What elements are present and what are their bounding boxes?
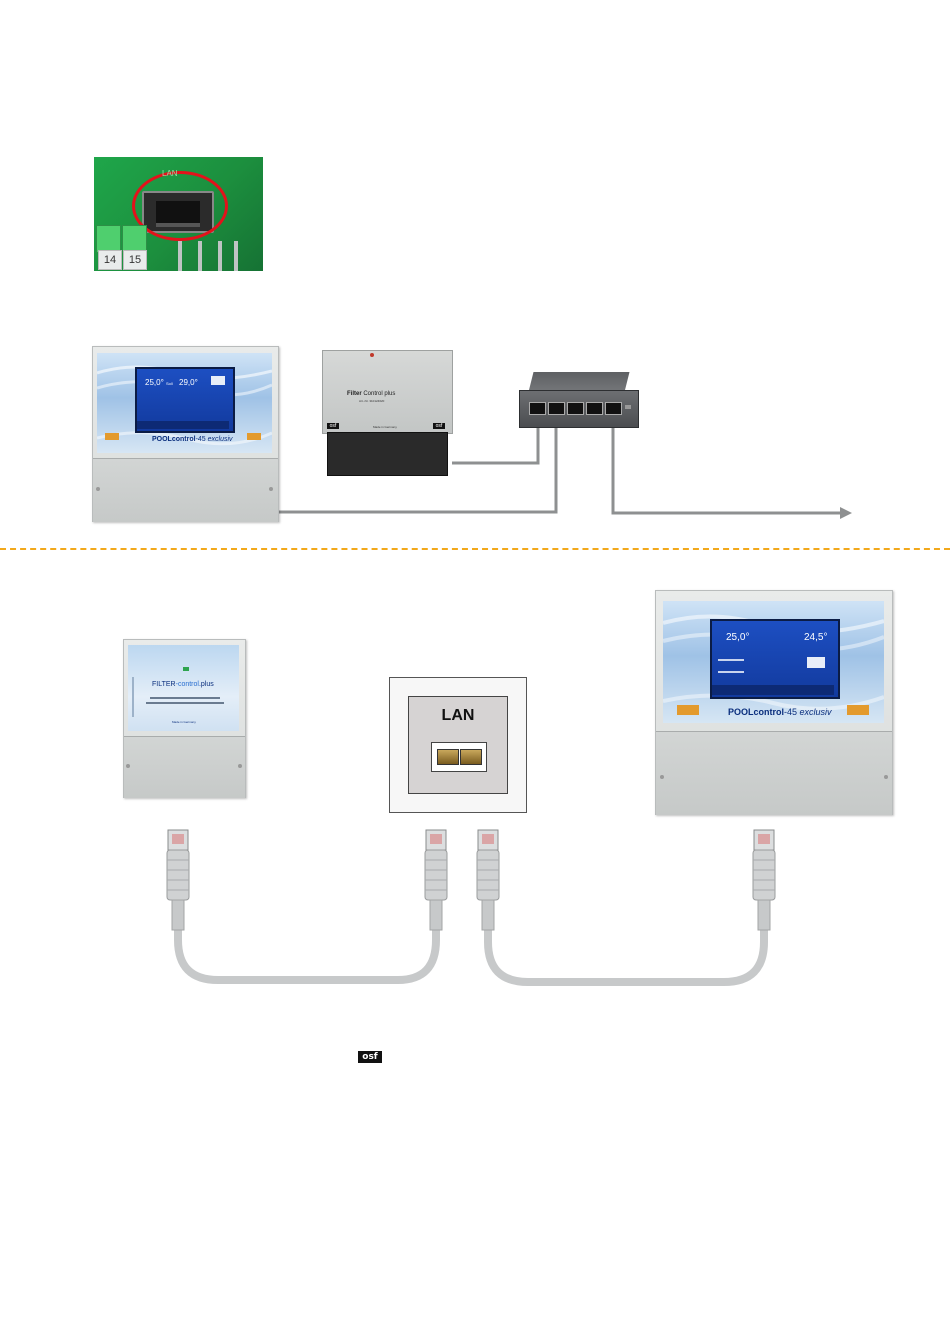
socket-plate: LAN <box>408 696 508 794</box>
lan-wall-socket: LAN <box>389 677 527 813</box>
terminal-cover <box>124 736 245 798</box>
pool-control-45-device: 25,0° 24,5° POOLcontrol-45 exclusiv <box>655 590 893 815</box>
temp-setpoint: 29,0° <box>179 378 198 387</box>
temp-actual: 25,0° <box>145 378 164 387</box>
screw <box>269 487 273 491</box>
made-in-label: Made in Germany <box>373 425 397 429</box>
filter-control-plus-device: FILTER-control.plus Made in Germany <box>123 639 246 798</box>
osf-logo-left <box>105 433 119 440</box>
serial-number: Art.-Nr. 310124620 <box>359 399 384 403</box>
screw <box>238 764 242 768</box>
faceplate: FILTER-control.plus Made in Germany <box>128 645 239 731</box>
rj45-plug-icon <box>477 830 499 930</box>
patch-cables <box>0 820 950 1000</box>
osf-logo-right <box>247 433 261 440</box>
brand-label: POOLcontrol-45 exclusiv <box>728 707 832 717</box>
switch-port <box>529 402 546 415</box>
temp-unit: Soll <box>166 381 173 386</box>
patch-cable-left <box>178 920 436 980</box>
description-line <box>150 697 220 699</box>
osf-logo: osf <box>327 423 339 429</box>
rj45-plug-icon <box>167 830 189 930</box>
osf-logo-right <box>847 705 869 715</box>
switch-port <box>567 402 584 415</box>
status-led <box>183 667 189 671</box>
screw <box>660 775 664 779</box>
section-separator <box>0 548 950 550</box>
device-title: FILTER-control.plus <box>152 681 214 688</box>
jack-panel <box>431 742 487 772</box>
status-led <box>370 353 374 357</box>
rj45-plug-icon <box>753 830 775 930</box>
network-switch <box>519 372 637 426</box>
touch-screen: 25,0° Soll 29,0° <box>135 367 235 433</box>
enclosure-base <box>327 432 448 476</box>
screw <box>96 487 100 491</box>
filter-control-box: Filter Control plus Art.-Nr. 310124620 o… <box>322 350 451 474</box>
side-scale <box>132 677 134 717</box>
status-line <box>718 659 744 661</box>
rj45-jack <box>460 749 482 765</box>
screw <box>884 775 888 779</box>
osf-logo: osf <box>433 423 445 429</box>
switch-port <box>548 402 565 415</box>
mode-icon <box>807 657 825 668</box>
screen-nav-bar <box>712 685 834 695</box>
rj45-jack <box>437 749 459 765</box>
status-line <box>718 671 744 673</box>
description-line <box>146 702 224 704</box>
device-title: Filter Control plus <box>347 391 395 397</box>
screw <box>126 764 130 768</box>
enclosure-lid: Filter Control plus Art.-Nr. 310124620 o… <box>322 350 453 434</box>
faceplate: 25,0° 24,5° POOLcontrol-45 exclusiv <box>663 601 884 723</box>
osf-logo-left <box>677 705 699 715</box>
cable-uplink <box>613 418 840 513</box>
power-jack <box>625 405 631 409</box>
switch-port <box>605 402 622 415</box>
arrow-icon <box>840 507 852 519</box>
screen-nav-bar <box>137 421 229 429</box>
brand-label: POOLcontrol-45 exclusiv <box>152 436 233 443</box>
mode-icon <box>211 376 225 385</box>
osf-logo: osf <box>358 1051 382 1063</box>
terminal-cover <box>93 458 278 522</box>
lan-label: LAN <box>409 707 507 725</box>
patch-cable-right <box>488 920 764 982</box>
faceplate: 25,0° Soll 29,0° POOLcontrol-45 exclusiv <box>97 353 272 453</box>
touch-screen: 25,0° 24,5° <box>710 619 840 699</box>
temp-actual: 25,0° <box>726 632 749 643</box>
temp-setpoint: 24,5° <box>804 632 827 643</box>
made-in-label: Made in Germany <box>172 720 196 724</box>
switch-port <box>586 402 603 415</box>
terminal-cover <box>656 731 892 815</box>
pool-control-45-device: 25,0° Soll 29,0° POOLcontrol-45 exclusiv <box>92 346 279 522</box>
rj45-plug-icon <box>425 830 447 930</box>
switch-top <box>529 372 630 392</box>
